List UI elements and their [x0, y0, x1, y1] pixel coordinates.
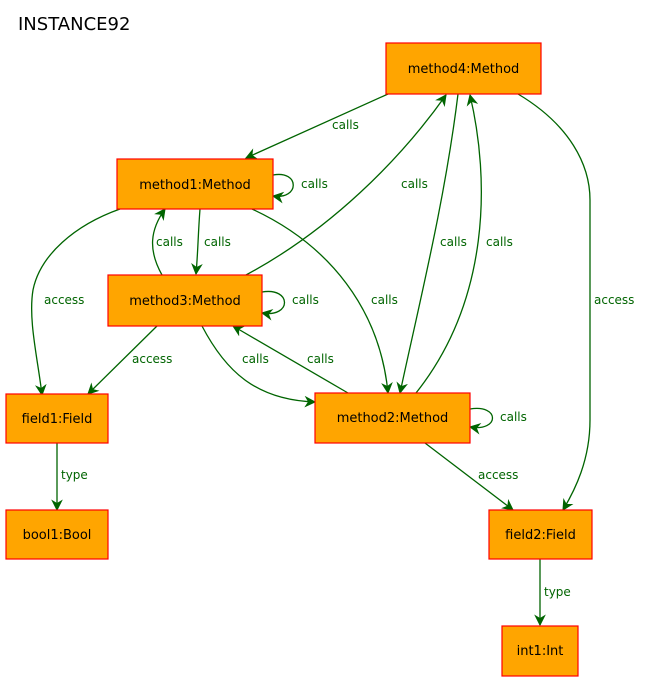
- node-field1: field1:Field: [5, 393, 109, 444]
- edge-label-f1-b1: type: [61, 468, 88, 482]
- edge-label-m4-m2: calls: [440, 235, 467, 249]
- edge-label-m1-m2: calls: [371, 293, 398, 307]
- node-method3: method3:Method: [107, 274, 263, 327]
- node-label-int1: int1:Int: [517, 644, 564, 659]
- node-label-method2: method2:Method: [337, 411, 449, 426]
- node-box-int1: [501, 625, 579, 677]
- edge-m1-self: [271, 173, 294, 204]
- edge-m3-f1: [87, 325, 158, 395]
- node-box-field2: [488, 509, 593, 560]
- edge-label-m3-m2: calls: [242, 352, 269, 366]
- node-label-method3: method3:Method: [129, 294, 241, 309]
- node-method2: method2:Method: [314, 392, 471, 444]
- edge-m1-m3: [191, 208, 203, 276]
- edge-m3-m1: [151, 208, 166, 276]
- node-int1: int1:Int: [501, 625, 579, 677]
- node-label-field2: field2:Field: [505, 528, 576, 543]
- edge-m4-m1: [244, 93, 389, 160]
- node-method4: method4:Method: [385, 42, 542, 95]
- node-field2: field2:Field: [488, 509, 593, 560]
- edge-m2-m3: [231, 325, 349, 394]
- node-box-bool1: [5, 509, 109, 560]
- edge-label-m4-m1: calls: [332, 118, 359, 132]
- edge-label-m2-f2: access: [478, 468, 518, 482]
- edge-label-m2-m4: calls: [486, 235, 513, 249]
- edge-label-m1-m3: calls: [204, 235, 231, 249]
- node-box-method1: [116, 158, 274, 210]
- node-label-field1: field1:Field: [22, 412, 93, 427]
- node-box-field1: [5, 393, 109, 444]
- node-box-method3: [107, 274, 263, 327]
- edges: calls calls calls calls calls access cal…: [30, 93, 634, 627]
- edge-m3-self: [260, 290, 286, 321]
- node-label-method4: method4:Method: [408, 62, 520, 77]
- node-label-method1: method1:Method: [139, 178, 251, 193]
- node-method1: method1:Method: [116, 158, 274, 210]
- edge-m2-self: [468, 407, 494, 435]
- edge-label-m3-m1: calls: [156, 235, 183, 249]
- edge-m3-m4: [245, 94, 447, 276]
- node-bool1: bool1:Bool: [5, 509, 109, 560]
- edge-label-m3-m4: calls: [401, 177, 428, 191]
- edge-label-m2-m3: calls: [307, 352, 334, 366]
- edge-m4-m2: [396, 93, 459, 395]
- edge-m1-m2: [251, 208, 393, 395]
- edge-m3-m2: [201, 325, 317, 408]
- edge-m4-f2: [517, 93, 591, 512]
- edge-label-f2-i1: type: [544, 585, 571, 599]
- diagram-title: INSTANCE92: [18, 14, 130, 35]
- edge-label-m1-f1: access: [44, 293, 84, 307]
- node-box-method2: [314, 392, 471, 444]
- edge-label-m2-self: calls: [500, 410, 527, 424]
- node-box-method4: [385, 42, 542, 95]
- edge-m2-m4: [415, 93, 482, 394]
- node-label-bool1: bool1:Bool: [23, 528, 92, 543]
- edge-m1-f1: [30, 208, 121, 397]
- edge-label-m3-f1: access: [132, 352, 172, 366]
- edge-label-m3-self: calls: [292, 293, 319, 307]
- edge-label-m4-f2: access: [594, 293, 634, 307]
- edge-label-m1-self: calls: [301, 177, 328, 191]
- edge-m2-f2: [424, 442, 514, 511]
